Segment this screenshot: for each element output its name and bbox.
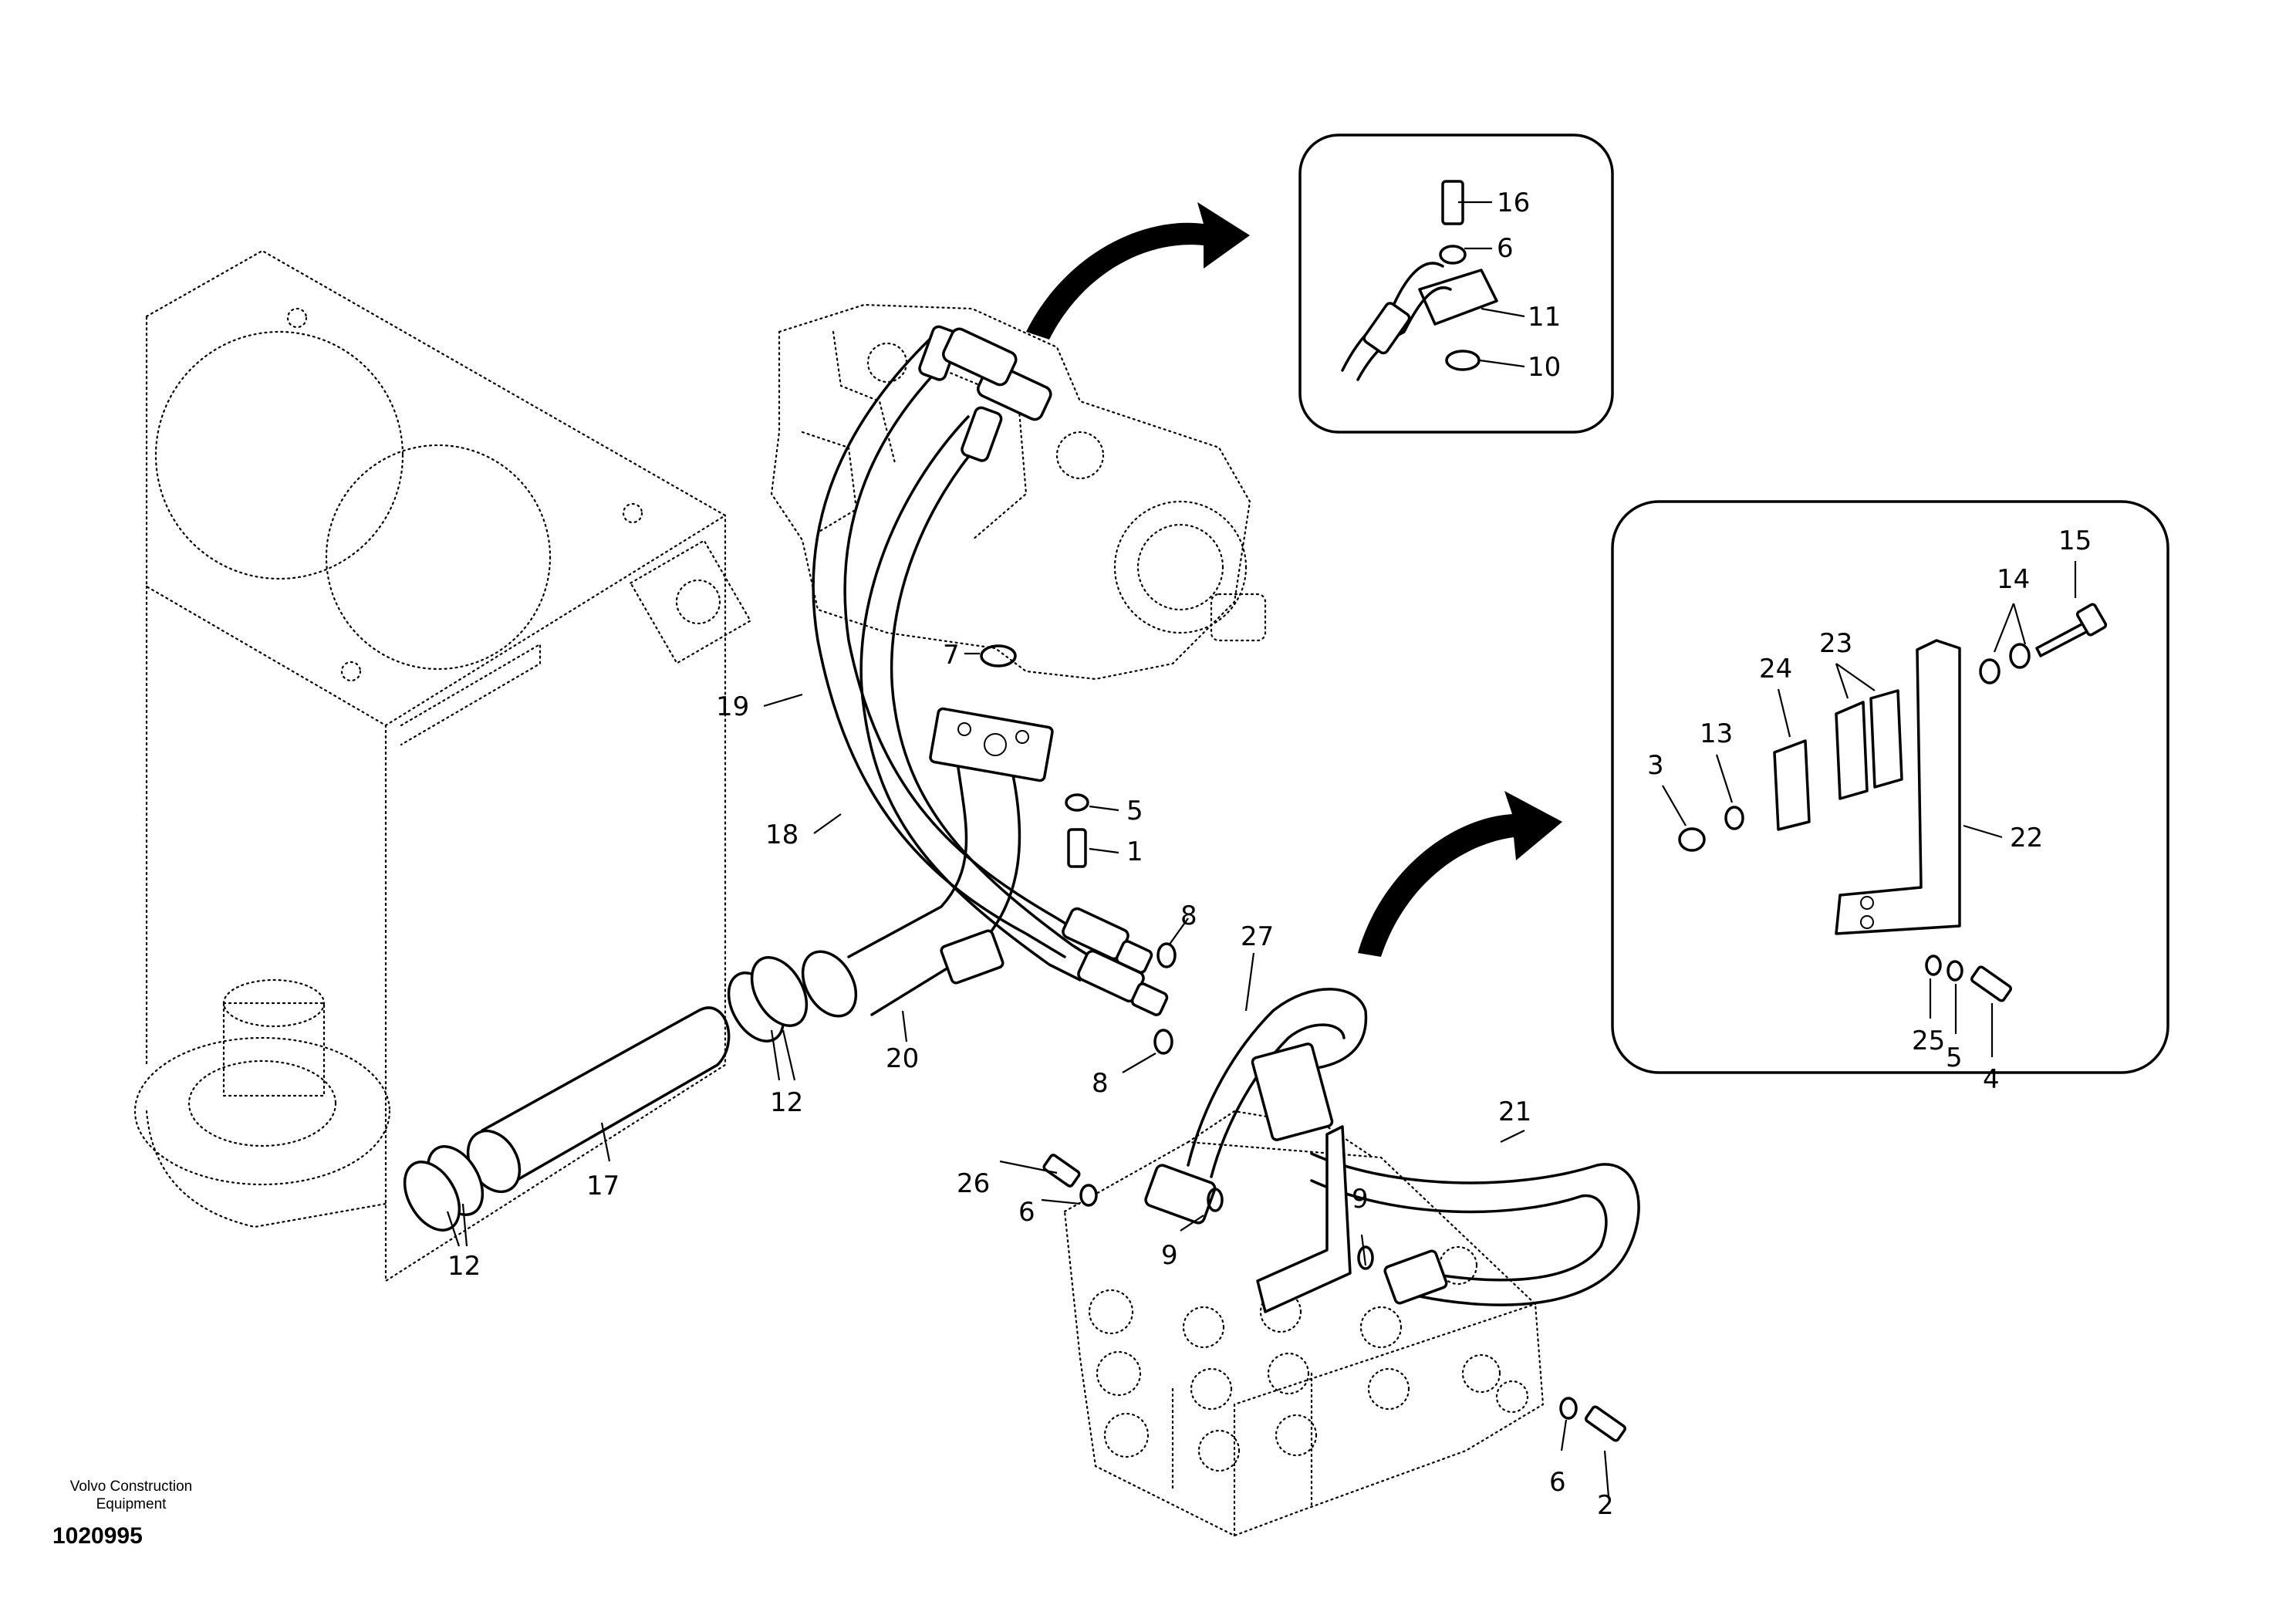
callout-3: 3 <box>1647 750 1664 781</box>
callout-23: 23 <box>1819 628 1852 659</box>
callout-13: 13 <box>1700 718 1733 749</box>
callout-12-left: 12 <box>447 1251 481 1282</box>
inset-detail-top <box>1298 133 1614 434</box>
callout-19: 19 <box>716 691 749 722</box>
callout-11: 11 <box>1528 302 1561 333</box>
inset-detail-right <box>1611 500 2169 1074</box>
callout-7: 7 <box>943 640 960 671</box>
callout-6: 6 <box>1497 233 1514 264</box>
pump-hoses <box>812 325 1169 1016</box>
callout-10: 10 <box>1528 352 1561 383</box>
callout-18: 18 <box>765 819 799 850</box>
callout-8-top: 8 <box>1180 901 1197 931</box>
arrow-to-inset-top <box>1026 202 1250 340</box>
callout-15: 15 <box>2058 525 2092 556</box>
callout-6-bottom: 6 <box>1549 1467 1566 1498</box>
callout-5-inset: 5 <box>1946 1042 1963 1073</box>
callout-20: 20 <box>886 1043 919 1074</box>
arrow-to-inset-right <box>1358 791 1562 957</box>
hydraulic-pump <box>770 303 1267 681</box>
document-number: 1020995 <box>52 1523 143 1549</box>
pump-small-parts <box>980 644 1177 1055</box>
valve-piping <box>1042 988 1640 1442</box>
footer: Volvo Construction Equipment 1020995 <box>52 1478 192 1549</box>
callout-17: 17 <box>586 1171 620 1201</box>
callout-4: 4 <box>1983 1064 2000 1095</box>
callout-21: 21 <box>1498 1097 1531 1127</box>
callout-25: 25 <box>1912 1026 1945 1056</box>
callout-labels: 16 6 11 10 15 14 23 24 13 3 22 25 5 4 7 … <box>447 188 2092 1521</box>
brand-line-2: Equipment <box>96 1496 167 1512</box>
callout-26: 26 <box>957 1168 990 1199</box>
callout-9-left: 9 <box>1161 1240 1178 1271</box>
suction-hose <box>403 956 809 1232</box>
callout-14: 14 <box>1997 564 2030 595</box>
callout-2: 2 <box>1597 1490 1614 1521</box>
control-valve <box>1063 1110 1545 1537</box>
callout-1: 1 <box>1126 836 1143 867</box>
callout-27: 27 <box>1241 921 1274 952</box>
callout-16: 16 <box>1497 188 1530 218</box>
callout-6-valve: 6 <box>1018 1197 1035 1228</box>
callout-5: 5 <box>1126 796 1143 826</box>
callout-22: 22 <box>2010 823 2043 853</box>
callout-8-bottom: 8 <box>1092 1068 1109 1099</box>
brand-line-1: Volvo Construction <box>70 1478 192 1495</box>
hydraulic-tank <box>133 249 752 1283</box>
callout-24: 24 <box>1759 654 1792 684</box>
suction-pipe <box>801 707 1054 1018</box>
leader-lines <box>446 201 2077 1498</box>
callout-12-right: 12 <box>770 1087 803 1118</box>
callout-9-right: 9 <box>1352 1184 1369 1215</box>
